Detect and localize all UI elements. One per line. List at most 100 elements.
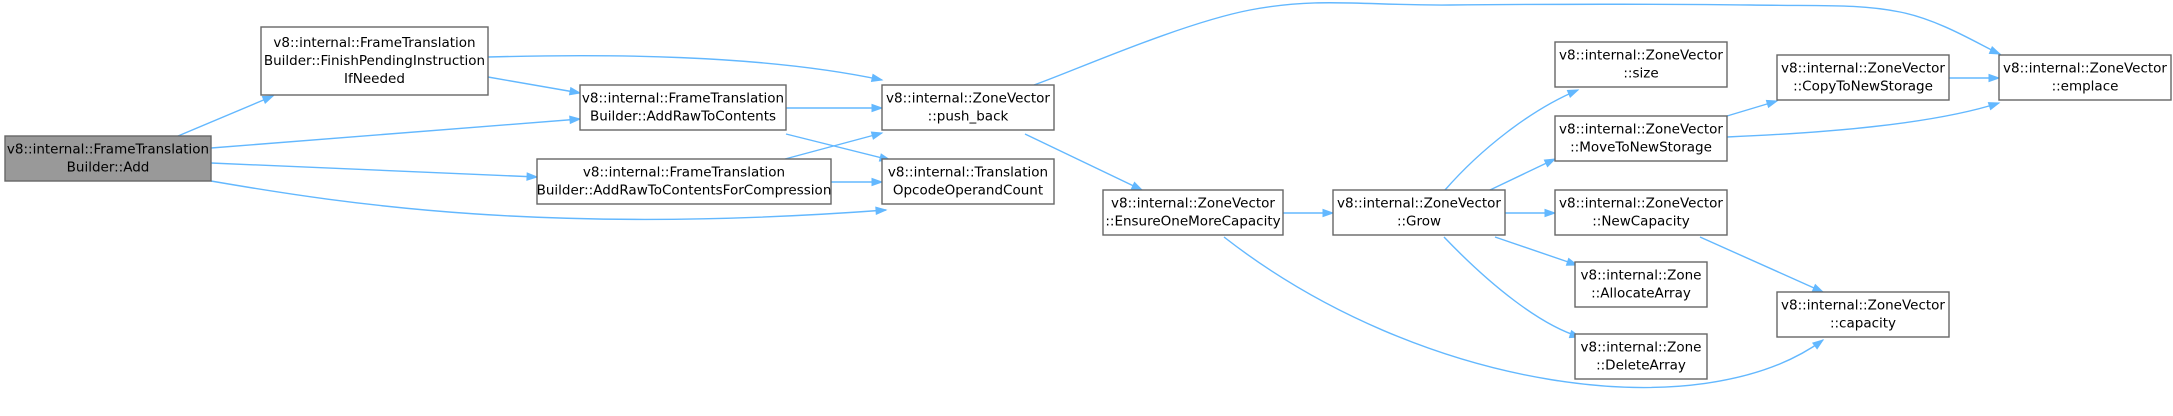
node-box[interactable] xyxy=(1574,261,1708,308)
arrow-head-icon xyxy=(526,172,539,181)
node-copy[interactable]: v8::internal::ZoneVector::CopyToNewStora… xyxy=(1776,54,1950,101)
node-label: v8::internal::ZoneVector xyxy=(1559,121,1723,137)
node-box[interactable] xyxy=(1554,115,1728,162)
node-emplace[interactable]: v8::internal::ZoneVector::emplace xyxy=(1998,54,2172,101)
edge-finish-to-pushback xyxy=(487,54,884,82)
node-box[interactable] xyxy=(1102,189,1284,236)
edge-line xyxy=(1489,158,1556,191)
edge-line xyxy=(210,180,887,221)
edge-line xyxy=(1443,236,1581,338)
arrow-head-icon xyxy=(1130,181,1144,191)
edge-line xyxy=(210,118,581,149)
node-box[interactable] xyxy=(4,135,212,182)
edge-line xyxy=(177,95,274,137)
edge-newcap-to-capacity xyxy=(1699,236,1825,293)
node-label: OpcodeOperandCount xyxy=(893,182,1043,198)
edge-addrawcomp-to-opcount xyxy=(831,177,884,187)
edge-line xyxy=(487,76,581,94)
edge-addrawcomp-to-pushback xyxy=(784,131,884,160)
edge-line xyxy=(1444,89,1579,191)
node-label: ::AllocateArray xyxy=(1591,285,1691,301)
edge-grow-to-alloc xyxy=(1494,236,1579,266)
node-box[interactable] xyxy=(1554,41,1728,88)
node-label: v8::internal::FrameTranslation xyxy=(582,90,784,106)
edge-finish-to-addraw xyxy=(487,76,582,96)
node-box[interactable] xyxy=(1776,291,1950,338)
edge-line xyxy=(1494,236,1578,266)
node-box[interactable] xyxy=(881,158,1055,205)
node-grow[interactable]: v8::internal::ZoneVector::Grow xyxy=(1332,189,1506,236)
node-label: ::Grow xyxy=(1397,213,1441,229)
node-label: v8::internal::ZoneVector xyxy=(1337,195,1501,211)
node-addraw[interactable]: v8::internal::FrameTranslationBuilder::A… xyxy=(579,84,787,131)
node-label: Builder::Add xyxy=(67,159,150,175)
node-label: ::size xyxy=(1623,65,1658,81)
node-box[interactable] xyxy=(1998,54,2172,101)
edge-ensure-to-grow xyxy=(1283,208,1335,218)
node-move[interactable]: v8::internal::ZoneVector::MoveToNewStora… xyxy=(1554,115,1728,162)
node-box[interactable] xyxy=(1332,189,1506,236)
node-label: v8::internal::Translation xyxy=(888,164,1048,180)
node-box[interactable] xyxy=(579,84,787,131)
node-add[interactable]: v8::internal::FrameTranslationBuilder::A… xyxy=(4,135,212,182)
node-label: v8::internal::Zone xyxy=(1581,339,1702,355)
node-opcount[interactable]: v8::internal::TranslationOpcodeOperandCo… xyxy=(881,158,1055,205)
node-capacity[interactable]: v8::internal::ZoneVector::capacity xyxy=(1776,291,1950,338)
node-newcap[interactable]: v8::internal::ZoneVector::NewCapacity xyxy=(1554,189,1728,236)
edge-grow-to-size xyxy=(1444,89,1580,191)
node-label: ::EnsureOneMoreCapacity xyxy=(1105,213,1280,229)
arrow-head-icon xyxy=(569,115,582,125)
node-ensure[interactable]: v8::internal::ZoneVector::EnsureOneMoreC… xyxy=(1102,189,1284,236)
node-box[interactable] xyxy=(1574,333,1708,380)
arrow-head-icon xyxy=(1543,158,1557,168)
node-label: v8::internal::FrameTranslation xyxy=(7,141,209,157)
edge-grow-to-move xyxy=(1489,158,1557,191)
edge-addraw-to-pushback xyxy=(786,103,884,113)
node-finish[interactable]: v8::internal::FrameTranslationBuilder::F… xyxy=(260,26,489,96)
node-label: ::CopyToNewStorage xyxy=(1793,78,1933,94)
node-label: IfNeeded xyxy=(344,71,405,87)
edge-line xyxy=(1033,2,2001,86)
node-label: v8::internal::ZoneVector xyxy=(886,90,1050,106)
node-label: v8::internal::ZoneVector xyxy=(2003,60,2167,76)
arrow-head-icon xyxy=(1544,208,1557,218)
edge-line xyxy=(487,54,883,81)
edge-add-to-finish xyxy=(177,95,275,137)
node-label: v8::internal::ZoneVector xyxy=(1781,60,1945,76)
node-box[interactable] xyxy=(881,84,1055,131)
node-addrawcomp[interactable]: v8::internal::FrameTranslationBuilder::A… xyxy=(536,158,832,205)
arrow-head-icon xyxy=(875,206,888,216)
node-pushback[interactable]: v8::internal::ZoneVector::push_back xyxy=(881,84,1055,131)
arrow-head-icon xyxy=(871,177,884,187)
edge-pushback-to-emplace xyxy=(1033,2,2002,86)
edge-copy-to-emplace xyxy=(1949,73,2001,83)
edge-line xyxy=(1024,133,1143,191)
node-label: ::NewCapacity xyxy=(1592,213,1690,229)
node-label: v8::internal::ZoneVector xyxy=(1111,195,1275,211)
node-size[interactable]: v8::internal::ZoneVector::size xyxy=(1554,41,1728,88)
node-box[interactable] xyxy=(1554,189,1728,236)
arrow-head-icon xyxy=(1988,45,2002,55)
node-box[interactable] xyxy=(260,26,489,96)
arrow-head-icon xyxy=(871,103,884,113)
edge-line xyxy=(1726,102,2000,138)
node-label: v8::internal::ZoneVector xyxy=(1559,195,1723,211)
edge-line xyxy=(1699,236,1824,293)
node-label: Builder::FinishPendingInstruction xyxy=(264,53,485,69)
edge-add-to-opcount xyxy=(210,180,888,221)
edge-grow-to-delete xyxy=(1443,236,1582,339)
arrow-head-icon xyxy=(261,95,275,105)
node-alloc[interactable]: v8::internal::Zone::AllocateArray xyxy=(1574,261,1708,308)
node-box[interactable] xyxy=(536,158,832,205)
node-label: v8::internal::Zone xyxy=(1581,267,1702,283)
node-label: v8::internal::FrameTranslation xyxy=(583,164,785,180)
node-label: ::emplace xyxy=(2052,78,2119,94)
arrow-head-icon xyxy=(1811,283,1825,293)
node-label: ::DeleteArray xyxy=(1596,357,1686,373)
arrow-head-icon xyxy=(568,86,582,96)
node-box[interactable] xyxy=(1776,54,1950,101)
arrow-head-icon xyxy=(1322,208,1335,218)
node-delete[interactable]: v8::internal::Zone::DeleteArray xyxy=(1574,333,1708,380)
arrow-head-icon xyxy=(870,131,884,140)
node-label: ::capacity xyxy=(1830,315,1896,331)
